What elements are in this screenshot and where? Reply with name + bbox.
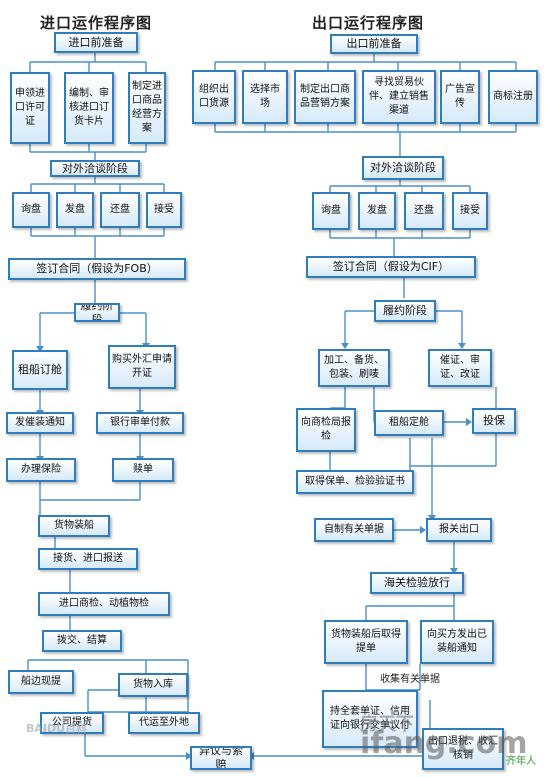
export-declaration-box: 报关出口 [426, 518, 492, 542]
import-charter-box: 租船订舱 [12, 350, 68, 390]
import-counter-offer-box: 还盘 [100, 192, 140, 228]
import-loading-box: 货物装船 [38, 515, 110, 537]
export-negotiation-docs-box: 持全套单证、信用证向银行交单议付 [322, 690, 418, 748]
export-insurance-box: 投保 [472, 408, 516, 434]
import-settlement-box: 拨交、结算 [42, 630, 122, 652]
import-inspection-box: 进口商检、动植物检 [38, 592, 170, 616]
export-contract-box: 签订合同（假设为CIF） [306, 256, 476, 278]
export-release-box: 海关检验放行 [370, 572, 464, 594]
export-marketing-plan-box: 制定出口商品营销方案 [294, 70, 356, 124]
export-inspection-report-box: 向商检局报检 [296, 408, 356, 452]
export-bill-of-lading-box: 货物装船后取得提单 [324, 620, 408, 664]
import-ship-pickup-box: 船边现提 [8, 670, 74, 694]
import-shipment-notice-box: 发催装通知 [6, 412, 74, 434]
corner-logo: 齐年人 [506, 756, 536, 767]
export-source-box: 组织出口货源 [192, 70, 236, 124]
import-prep-order-card-box: 编制、审核进口订货卡片 [64, 72, 114, 144]
export-market-box: 选择市场 [242, 70, 288, 124]
fang-watermark: 房天下 [360, 714, 414, 735]
export-charter-box: 租船定舱 [374, 410, 444, 436]
export-acceptance-box: 接受 [452, 192, 488, 230]
import-prep-license-box: 申领进口许可证 [10, 72, 50, 144]
import-execution-box: 履约阶段 [74, 303, 120, 322]
import-prep-plan-box: 制定进口商品经营方案 [128, 72, 166, 144]
export-execution-box: 履约阶段 [374, 300, 436, 322]
claim-box: 异议与索赔 [190, 746, 252, 770]
export-counter-offer-box: 还盘 [404, 192, 444, 230]
import-negotiation-box: 对外洽谈阶段 [50, 160, 140, 177]
export-lc-box: 催证、审证、改证 [428, 349, 492, 387]
import-acceptance-box: 接受 [146, 192, 182, 228]
import-contract-box: 签订合同（假设为FOB） [8, 258, 186, 280]
export-documents-box: 自制有关单据 [314, 518, 394, 542]
import-inquiry-box: 询盘 [12, 192, 50, 228]
export-offer-box: 发盘 [358, 192, 396, 230]
import-offer-box: 发盘 [56, 192, 94, 228]
export-certificate-box: 取得保单、检验验证书 [296, 470, 414, 494]
baidu-watermark: BAIDU百科 [26, 722, 88, 735]
export-title: 出口运行程序图 [312, 14, 425, 32]
import-buy-forex-box: 购买外汇申请开证 [108, 345, 176, 389]
export-shipping-notice-box: 向买方发出已装船通知 [420, 620, 494, 664]
export-refund-box: 出口退税、收汇核销 [422, 728, 504, 770]
import-warehouse-box: 货物入库 [118, 673, 188, 697]
import-prep-box: 进口前准备 [54, 32, 138, 53]
export-partner-box: 寻找贸易伙伴、建立销售渠道 [362, 70, 436, 124]
export-inquiry-box: 询盘 [312, 192, 350, 230]
import-insurance-box: 办理保险 [6, 458, 76, 482]
import-title: 进口运作程序图 [40, 14, 153, 32]
export-negotiation-box: 对外洽谈阶段 [362, 156, 444, 180]
ifang-logo: ifang.com [360, 726, 528, 761]
import-bank-review-box: 银行审单付款 [96, 412, 184, 434]
import-customs-box: 接货、进口报送 [38, 548, 138, 570]
export-trademark-box: 商标注册 [488, 70, 538, 124]
import-company-pickup-box: 公司提货 [40, 712, 104, 734]
import-forwarding-box: 代运至外地 [128, 712, 200, 734]
export-goods-prep-box: 加工、备货、包装、刷唛 [318, 349, 390, 387]
import-redeem-docs-box: 赎单 [112, 458, 174, 482]
collect-docs-label: 收集有关单据 [380, 674, 440, 685]
export-advertising-box: 广告宣传 [440, 70, 480, 124]
export-prep-box: 出口前准备 [330, 34, 418, 54]
